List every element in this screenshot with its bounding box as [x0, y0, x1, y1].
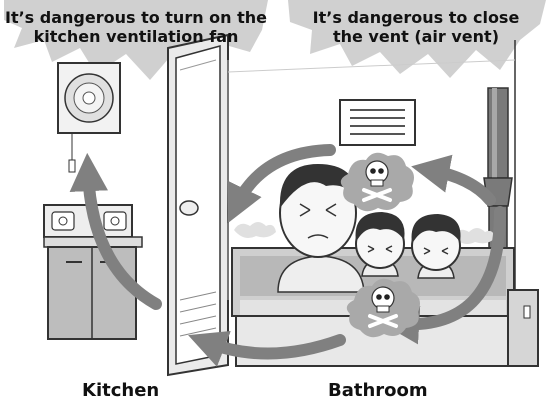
warning-close-vent-line1: It’s dangerous to close [282, 8, 550, 27]
arrow-heater-to-vent [430, 170, 490, 200]
ventilation-fan-icon [58, 63, 120, 172]
bathroom-door [168, 35, 228, 375]
warning-close-vent: It’s dangerous to close the vent (air ve… [282, 8, 550, 46]
warning-kitchen-fan: It’s dangerous to turn on the kitchen ve… [0, 8, 272, 46]
warning-kitchen-fan-line1: It’s dangerous to turn on the [0, 8, 272, 27]
skull-icon-upper [341, 153, 414, 211]
kitchen-label: Kitchen [82, 380, 159, 401]
warning-kitchen-fan-line2: kitchen ventilation fan [0, 27, 272, 46]
warning-close-vent-line2: the vent (air vent) [282, 27, 550, 46]
bathroom-label: Bathroom [328, 380, 428, 401]
wall-vent [340, 100, 415, 145]
